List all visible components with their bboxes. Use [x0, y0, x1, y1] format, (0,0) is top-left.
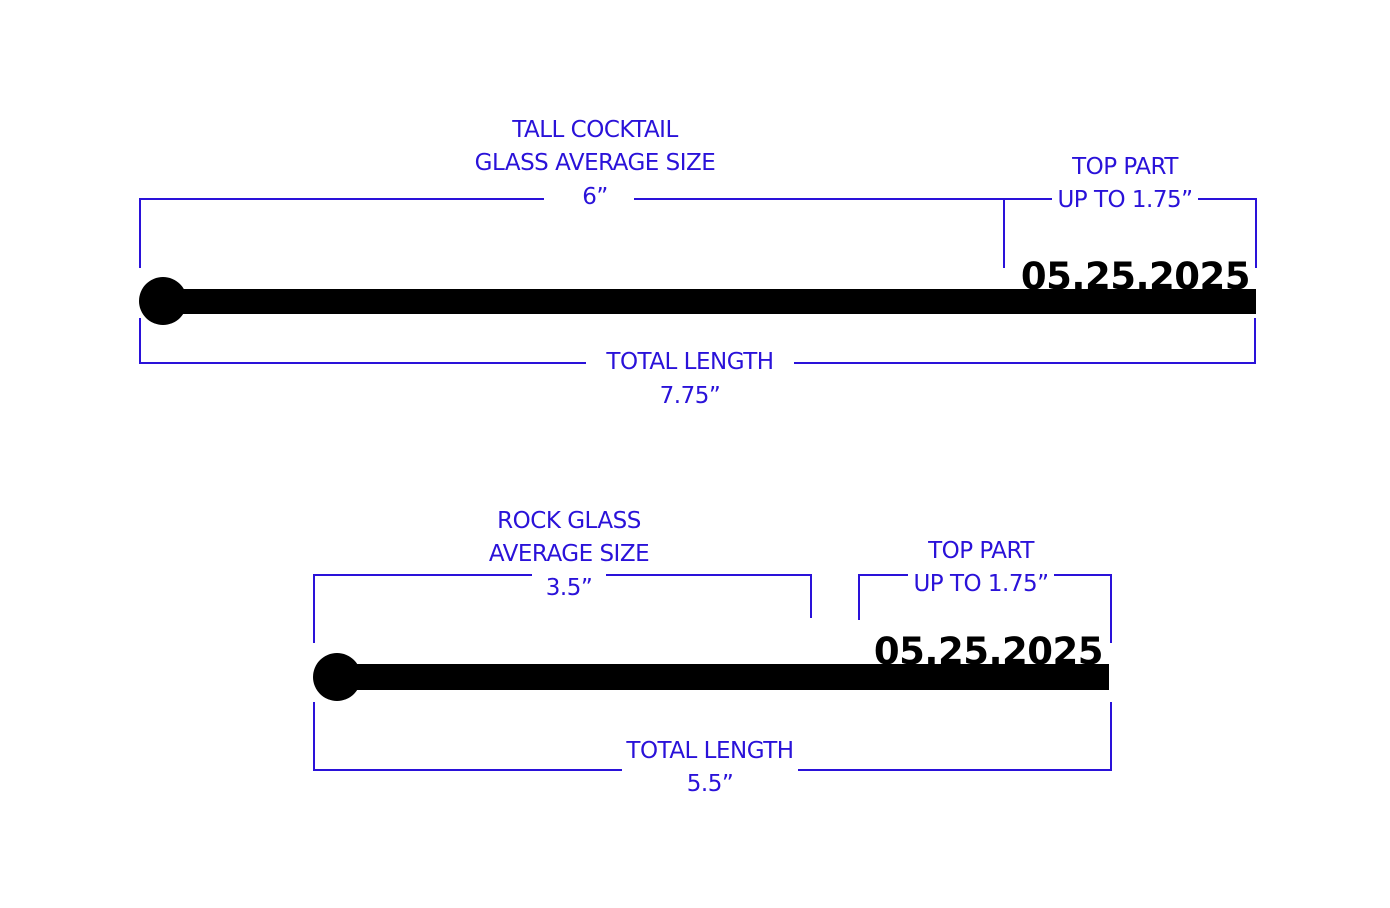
top-part-bracket: TOP PART UP TO 1.75”: [858, 538, 1112, 643]
glass-size-bracket-left-arm: [139, 198, 544, 268]
total-length-bracket: TOTAL LENGTH 5.5”: [313, 702, 1112, 797]
total-length-bracket-right-arm: [798, 702, 1112, 771]
glass-size-value: 6”: [582, 184, 608, 210]
total-length-label: TOTAL LENGTH: [605, 349, 773, 375]
glass-size-label-line1: ROCK GLASS: [497, 508, 641, 534]
top-part-value: UP TO 1.75”: [1057, 187, 1192, 213]
stirrer-rock-glass: ROCK GLASS AVERAGE SIZE 3.5” TOP PART UP…: [313, 508, 1112, 797]
total-length-value: 7.75”: [660, 383, 721, 409]
glass-size-bracket-right-arm: [606, 574, 812, 618]
glass-size-label-line1: TALL COCKTAIL: [511, 117, 678, 143]
total-length-bracket-left-arm: [139, 318, 586, 364]
stirrer-body: 05.25.2025: [313, 630, 1109, 701]
top-part-bracket-left-arm: [858, 574, 908, 620]
stirrer-body: 05.25.2025: [139, 255, 1256, 325]
glass-size-value: 3.5”: [546, 575, 593, 601]
stirrer-ball-end: [313, 653, 361, 701]
engraved-date: 05.25.2025: [1021, 255, 1250, 298]
glass-size-bracket: TALL COCKTAIL GLASS AVERAGE SIZE 6”: [139, 117, 1005, 268]
top-part-label: TOP PART: [927, 538, 1035, 564]
top-part-value: UP TO 1.75”: [913, 571, 1048, 597]
stirrer-shaft: [337, 664, 1109, 690]
glass-size-label-line2: AVERAGE SIZE: [489, 541, 649, 567]
total-length-bracket: TOTAL LENGTH 7.75”: [139, 318, 1256, 409]
stirrer-ball-end: [139, 277, 187, 325]
glass-size-bracket-right-arm: [634, 198, 1005, 268]
total-length-value: 5.5”: [687, 771, 734, 797]
total-length-bracket-left-arm: [313, 702, 622, 771]
top-part-bracket-right-arm: [1054, 574, 1112, 643]
total-length-label: TOTAL LENGTH: [625, 738, 793, 764]
stirrer-tall-cocktail: TALL COCKTAIL GLASS AVERAGE SIZE 6” TOP …: [139, 117, 1257, 409]
top-part-bracket: TOP PART UP TO 1.75”: [1004, 154, 1257, 268]
total-length-bracket-right-arm: [794, 318, 1256, 364]
glass-size-bracket-left-arm: [313, 574, 532, 643]
top-part-bracket-right-arm: [1198, 198, 1257, 268]
stirrer-shaft: [162, 289, 1256, 314]
engraved-date: 05.25.2025: [874, 630, 1103, 673]
glass-size-label-line2: GLASS AVERAGE SIZE: [475, 150, 716, 176]
glass-size-bracket: ROCK GLASS AVERAGE SIZE 3.5”: [313, 508, 812, 643]
top-part-label: TOP PART: [1071, 154, 1179, 180]
